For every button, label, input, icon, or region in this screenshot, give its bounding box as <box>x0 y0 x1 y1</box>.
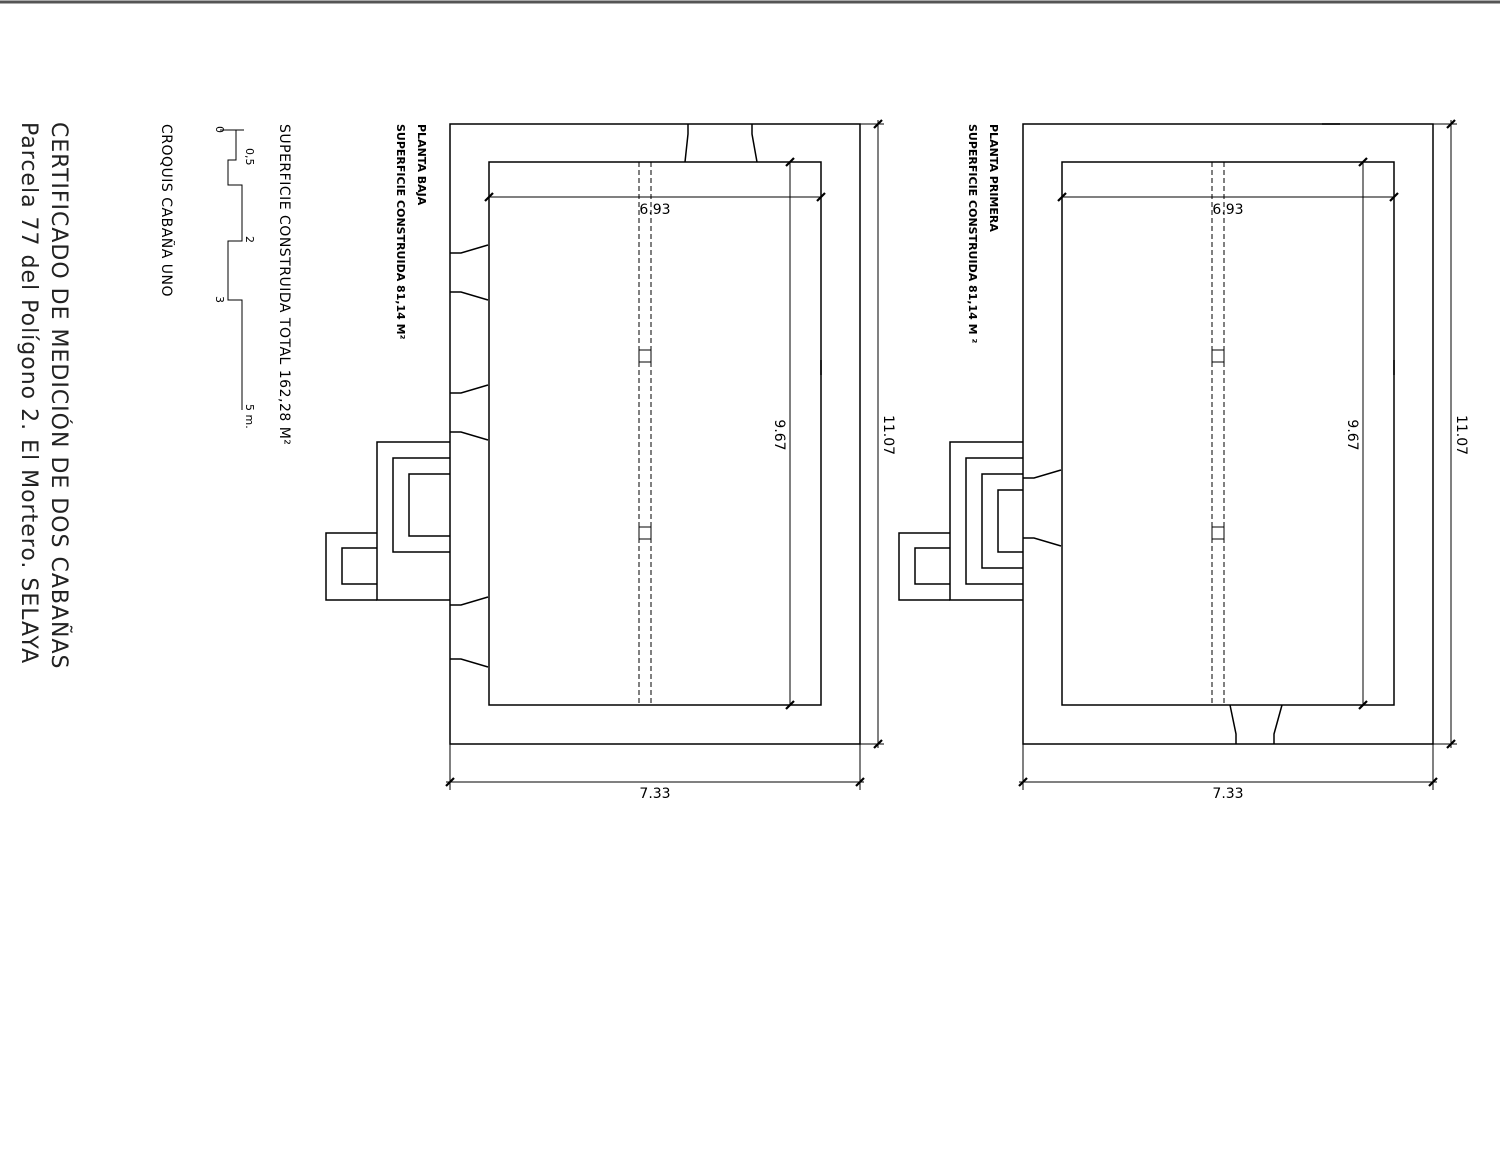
dim-outer-width: 7.33 <box>639 786 670 802</box>
scale-label-2: 2 <box>243 236 256 243</box>
outer-wall <box>1022 123 1434 745</box>
plan-planta-primera: PLANTA PRIMERA SUPERFICIE CONSTRUIDA 81,… <box>898 119 1469 802</box>
scale-label-5: 5 m. <box>243 404 256 429</box>
plan-name: PLANTA BAJA <box>415 124 428 206</box>
dim-inner-length: 9.67 <box>1344 419 1360 450</box>
plan-planta-baja: PLANTA BAJA SUPERFICIE CONSTRUIDA 81,14 … <box>325 119 896 802</box>
scale-label-3: 3 <box>213 296 226 303</box>
scale-label-05: 0,5 <box>243 148 256 166</box>
title-line-1: CERTIFICADO DE MEDICIÓN DE DOS CABAÑAS <box>46 122 73 670</box>
inner-wall <box>1061 161 1395 706</box>
total-area-note: SUPERFICIE CONSTRUIDA TOTAL 162,28 M² <box>276 124 292 445</box>
dim-inner-length: 9.67 <box>771 419 787 450</box>
outer-wall <box>449 123 861 745</box>
dim-inner-width: 6.93 <box>1212 202 1243 218</box>
dim-outer-length: 11.07 <box>1453 415 1469 455</box>
title-line-2: Parcela 77 del Polígono 2. El Mortero. S… <box>16 122 41 664</box>
sketch-label: CROQUIS CABAÑA UNO <box>158 124 175 297</box>
plan-area: SUPERFICIE CONSTRUIDA 81,14 M² <box>394 124 407 340</box>
scale-bar: 0 0,5 2 3 5 m. <box>213 126 256 429</box>
dim-outer-length: 11.07 <box>880 415 896 455</box>
scale-label-0: 0 <box>213 126 226 133</box>
dim-inner-width: 6.93 <box>639 202 670 218</box>
dim-outer-width: 7.33 <box>1212 786 1243 802</box>
plan-area: SUPERFICIE CONSTRUIDA 81,14 M ² <box>966 124 979 343</box>
plan-name: PLANTA PRIMERA <box>987 124 1000 232</box>
inner-wall <box>488 161 822 706</box>
